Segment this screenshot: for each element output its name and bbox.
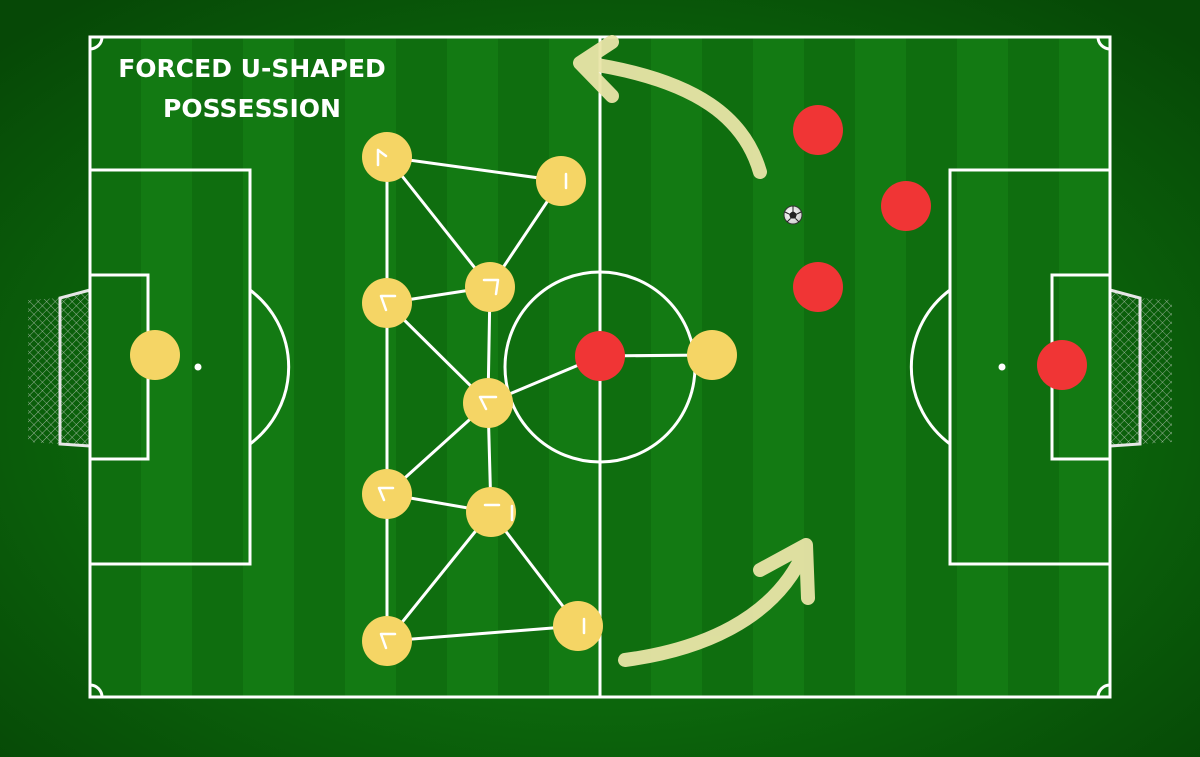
right-penalty-spot (998, 363, 1006, 371)
yellow-team (130, 132, 737, 666)
player-red (575, 331, 625, 381)
pitch-stripe (498, 37, 550, 697)
player-red (881, 181, 931, 231)
arrow-bottom-icon (618, 538, 815, 667)
diagram-title-line2: POSSESSION (163, 94, 341, 123)
pitch-stripe (90, 37, 142, 697)
arrow-top-icon (573, 35, 767, 179)
player-yellow (362, 616, 412, 666)
corner-arc (89, 683, 104, 698)
soccer-ball-icon (783, 205, 803, 225)
right-penalty-arc (909, 288, 951, 446)
player-yellow (466, 487, 516, 537)
pitch-stripe (855, 37, 907, 697)
goal-net-icon (28, 288, 91, 448)
player-yellow (687, 330, 737, 380)
player-yellow (465, 262, 515, 312)
player-yellow (362, 278, 412, 328)
player-yellow (463, 378, 513, 428)
player-yellow-goalkeeper (130, 330, 180, 380)
corner-arc (1096, 36, 1111, 51)
player-red (793, 105, 843, 155)
player-red-goalkeeper (1037, 340, 1087, 390)
player-yellow (553, 601, 603, 651)
pitch-stripe (447, 37, 499, 697)
left-penalty-spot (194, 363, 202, 371)
corner-arc (89, 36, 104, 51)
pitch-stripe (294, 37, 346, 697)
goal-net-icon (1109, 288, 1172, 448)
corner-arc (1096, 683, 1111, 698)
player-red (793, 262, 843, 312)
player-yellow (362, 132, 412, 182)
left-penalty-arc (249, 288, 291, 446)
pass-arrowheads (376, 148, 586, 650)
player-yellow (362, 469, 412, 519)
diagram-title-line1: FORCED U-SHAPED (118, 54, 386, 83)
red-team (575, 105, 1087, 390)
player-yellow (536, 156, 586, 206)
pitch-stripe (243, 37, 295, 697)
pitch-stripes (90, 37, 1111, 697)
